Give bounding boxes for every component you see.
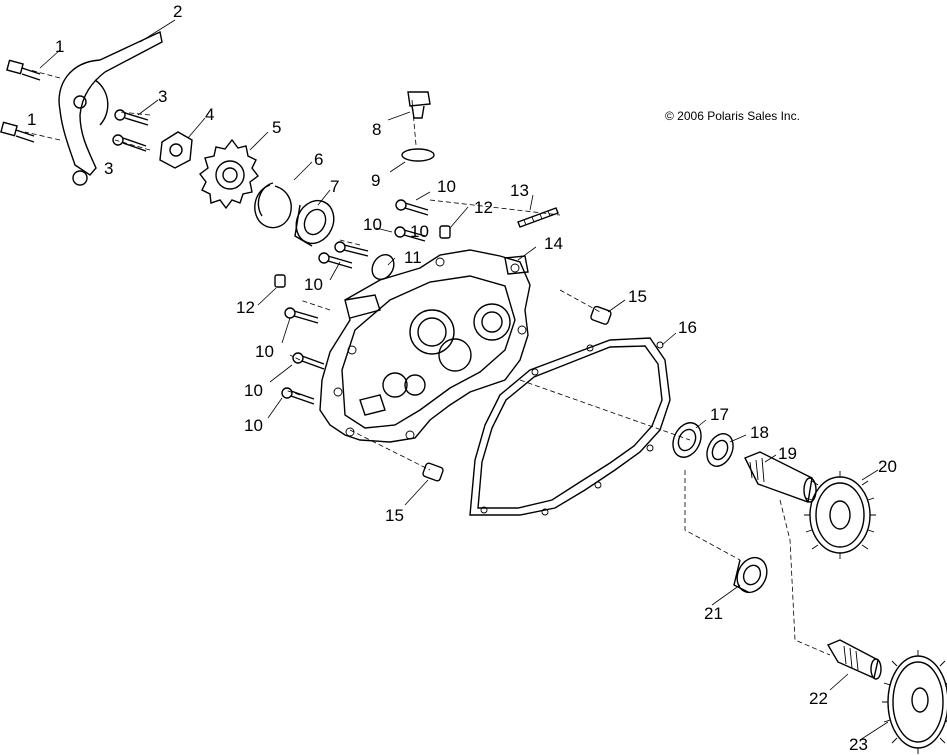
callout-10-c: 10 (410, 222, 429, 241)
callout-22: 22 (809, 689, 828, 708)
part-12-dowel-upper (439, 225, 451, 239)
part-6-snap-ring (254, 182, 292, 229)
part-10-bolt-a (395, 199, 429, 216)
callout-12-upper: 12 (474, 198, 493, 217)
part-10-bolt-c (334, 241, 369, 257)
callout-15-upper: 15 (628, 287, 647, 306)
part-11-o-ring (371, 253, 395, 281)
copyright-text: © 2006 Polaris Sales Inc. (665, 109, 800, 123)
part-9-o-ring (401, 148, 435, 162)
callout-10-a: 10 (437, 177, 456, 196)
part-1-bolt-lower (0, 121, 35, 143)
part-8-drain-plug (407, 91, 431, 119)
leader-lines (39, 19, 889, 741)
assembly-lines (24, 69, 831, 656)
callout-10-f: 10 (244, 381, 263, 400)
part-3-screw-upper (114, 109, 149, 126)
part-22-countershaft (826, 639, 882, 680)
part-10-bolt-g (281, 387, 315, 405)
part-16-gasket (469, 337, 671, 516)
callout-3-lower: 3 (104, 159, 113, 178)
part-10-bolt-f (292, 352, 325, 370)
callout-19: 19 (778, 444, 797, 463)
callout-14: 14 (544, 234, 563, 253)
part-19-output-shaft (744, 451, 817, 503)
callout-7: 7 (330, 177, 339, 196)
part-18-oil-seal (706, 433, 734, 467)
callout-16: 16 (678, 318, 697, 337)
callout-8: 8 (372, 120, 381, 139)
callout-15-lower: 15 (385, 506, 404, 525)
callout-13: 13 (510, 181, 529, 200)
callout-6: 6 (314, 150, 323, 169)
part-23-drive-gear (882, 650, 947, 754)
callout-17: 17 (710, 405, 729, 424)
part-10-bolt-d (318, 252, 353, 269)
part-13-spring-pin (517, 207, 559, 228)
callout-3-upper: 3 (158, 87, 167, 106)
callout-9: 9 (371, 171, 380, 190)
part-15-dowel-pin-lower (422, 462, 444, 482)
part-7-bearing (294, 199, 335, 247)
callout-20: 20 (878, 457, 897, 476)
part-10-bolt-b (394, 226, 426, 242)
part-21-bearing (733, 556, 768, 594)
callout-5: 5 (272, 118, 281, 137)
callout-10-e: 10 (255, 342, 274, 361)
part-5-drive-sprocket (199, 138, 259, 210)
callout-4: 4 (205, 105, 214, 124)
part-4-retainer-plate (159, 131, 193, 169)
part-1-bolt-upper (6, 59, 41, 81)
part-10-bolt-e (284, 307, 319, 324)
callout-10-d: 10 (304, 275, 323, 294)
callout-1-lower: 1 (27, 110, 36, 129)
callout-1-upper: 1 (55, 37, 64, 56)
callout-labels: 1 1 2 3 3 4 5 6 7 8 9 10 10 10 10 10 10 … (27, 2, 897, 754)
callout-23: 23 (849, 735, 868, 754)
callout-11: 11 (404, 248, 422, 267)
part-12-dowel-lower (274, 274, 286, 288)
part-15-dowel-pin-upper (590, 305, 612, 325)
callout-21: 21 (704, 604, 723, 623)
callout-12-lower: 12 (236, 298, 255, 317)
part-14-crankcase-cover (319, 249, 531, 443)
part-2-sprocket-cover (58, 30, 163, 186)
callout-2: 2 (173, 2, 182, 21)
part-17-oil-seal (672, 422, 702, 458)
callout-18: 18 (750, 423, 769, 442)
part-20-output-gear (804, 471, 876, 559)
callout-10-g: 10 (244, 416, 263, 435)
callout-10-b: 10 (363, 215, 382, 234)
part-3-screw-lower (112, 134, 147, 152)
